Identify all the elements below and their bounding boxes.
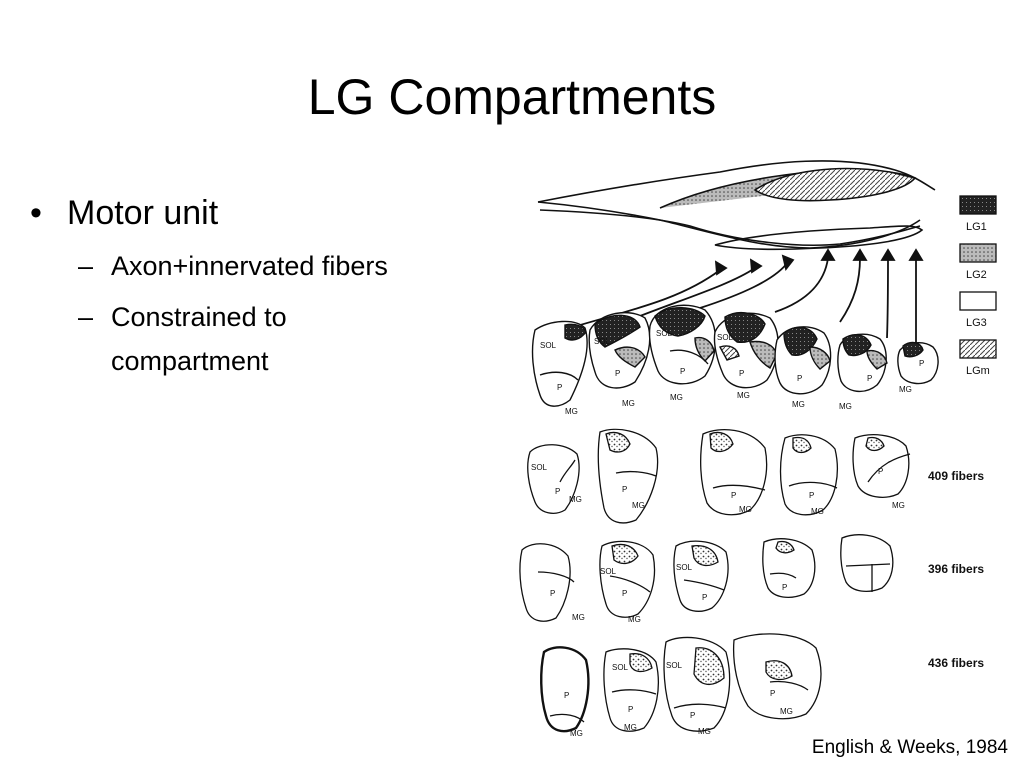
- mg-label: MG: [698, 727, 711, 736]
- legend-label: LG2: [966, 269, 987, 281]
- sol-label: SOL: [656, 329, 673, 338]
- mg-label: MG: [632, 501, 645, 510]
- legend: LG1 LG2 LG3 LGm: [959, 195, 997, 377]
- mg-label: MG: [565, 407, 578, 416]
- motor-unit-row-2: P MG SOL P MG SOL P P: [519, 534, 984, 624]
- fiber-count-label: 396 fibers: [928, 562, 984, 576]
- p-label: P: [555, 487, 560, 496]
- mg-label: MG: [811, 507, 824, 516]
- bullet-list: • Motor unit – Axon+innervated fibers – …: [30, 188, 500, 383]
- legend-swatch-lg1: [959, 195, 997, 215]
- section-arrows: [569, 248, 924, 346]
- mg-label: MG: [792, 400, 805, 409]
- mg-label: MG: [670, 393, 683, 402]
- mg-label: MG: [622, 399, 635, 408]
- p-label: P: [564, 691, 569, 700]
- sub-bullet-item: – Constrained to compartment: [30, 295, 411, 383]
- p-label: P: [797, 374, 802, 383]
- figure-drawing: SOL P MG SOL P MG SOL P MG: [519, 160, 997, 738]
- sol-label: SOL: [540, 341, 557, 350]
- p-label: P: [702, 593, 707, 602]
- mg-label: MG: [628, 615, 641, 624]
- source-citation: English & Weeks, 1984: [811, 737, 1008, 758]
- p-label: P: [731, 491, 736, 500]
- legend-swatch-lgm: [959, 339, 997, 359]
- mg-label: MG: [624, 723, 637, 732]
- mg-label: MG: [892, 501, 905, 510]
- muscle-compartment-figure: SOL P MG SOL P MG SOL P MG: [510, 150, 1010, 740]
- muscle-side-view: [537, 160, 936, 251]
- p-label: P: [919, 359, 924, 368]
- fiber-count-label: 409 fibers: [928, 469, 984, 483]
- motor-unit-row-3: P MG SOL P MG SOL P MG: [540, 633, 984, 738]
- p-label: P: [622, 485, 627, 494]
- p-label: P: [690, 711, 695, 720]
- sol-label: SOL: [531, 463, 548, 472]
- p-label: P: [550, 589, 555, 598]
- p-label: P: [557, 383, 562, 392]
- sub-bullet-text: Axon+innervated fibers: [111, 251, 388, 281]
- p-label: P: [809, 491, 814, 500]
- mg-label: MG: [899, 385, 912, 394]
- compartment-sections-row: SOL P MG SOL P MG SOL P MG: [531, 304, 939, 416]
- sub-bullet-item: – Axon+innervated fibers: [30, 244, 500, 289]
- p-label: P: [782, 583, 787, 592]
- mg-label: MG: [737, 391, 750, 400]
- mg-label: MG: [570, 729, 583, 738]
- motor-unit-row-1: SOL P MG MG P P MG P: [527, 428, 984, 524]
- p-label: P: [878, 467, 883, 476]
- slide-title: LG Compartments: [307, 69, 717, 125]
- mg-label: MG: [780, 707, 793, 716]
- p-label: P: [615, 369, 620, 378]
- sol-label: SOL: [600, 567, 617, 576]
- legend-label: LG3: [966, 317, 987, 329]
- sol-label: SOL: [717, 333, 734, 342]
- sol-label: SOL: [676, 563, 693, 572]
- legend-label: LGm: [966, 365, 990, 377]
- p-label: P: [739, 369, 744, 378]
- dash-icon: –: [78, 302, 94, 332]
- mg-label: MG: [739, 505, 752, 514]
- fiber-count-label: 436 fibers: [928, 656, 984, 670]
- p-label: P: [867, 374, 872, 383]
- sub-bullet-text: Constrained to compartment: [111, 302, 287, 376]
- bullet-dot-icon: •: [30, 194, 42, 232]
- dash-icon: –: [78, 251, 94, 281]
- p-label: P: [628, 705, 633, 714]
- p-label: P: [770, 689, 775, 698]
- sol-label: SOL: [612, 663, 629, 672]
- legend-label: LG1: [966, 221, 987, 233]
- sol-label: SOL: [666, 661, 683, 670]
- mg-label: MG: [569, 495, 582, 504]
- p-label: P: [622, 589, 627, 598]
- legend-swatch-lg2: [959, 243, 997, 263]
- bullet-text: Motor unit: [67, 194, 219, 232]
- p-label: P: [680, 367, 685, 376]
- legend-swatch-lg3: [959, 291, 997, 311]
- mg-label: MG: [839, 402, 852, 411]
- sol-label: SOL: [594, 337, 611, 346]
- bullet-item: • Motor unit: [30, 188, 500, 238]
- mg-label: MG: [572, 613, 585, 622]
